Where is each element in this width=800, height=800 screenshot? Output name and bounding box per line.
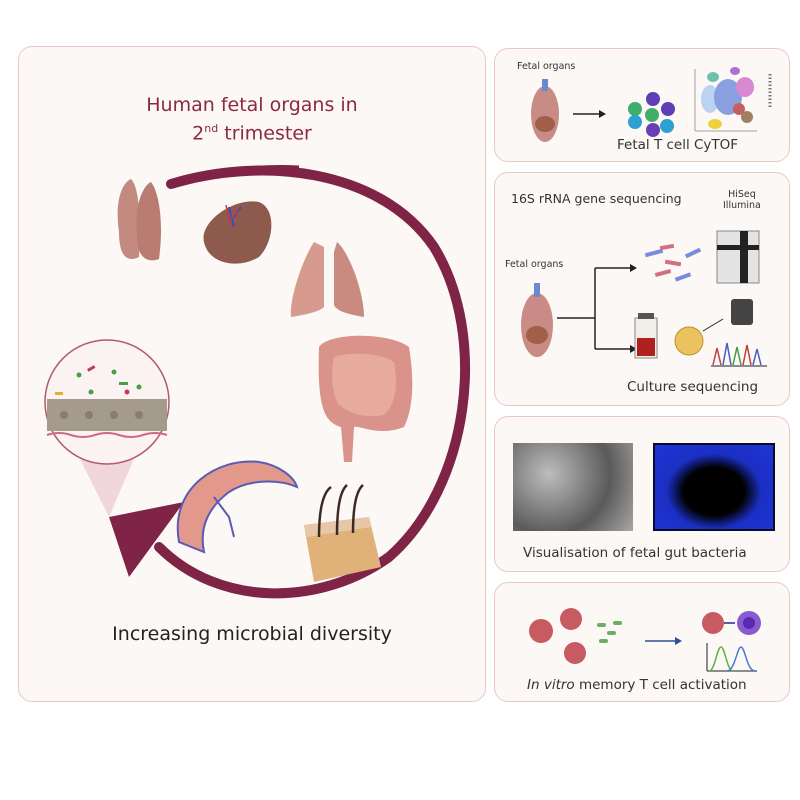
placenta-icon <box>176 460 299 554</box>
activation-caption: In vitro memory T cell activation <box>527 677 747 693</box>
sequencing-fetal-organs-label: Fetal organs <box>505 259 564 270</box>
cytof-illustration <box>531 67 772 142</box>
spleen-icon <box>203 201 272 264</box>
culture-sequencing-caption: Culture sequencing <box>627 379 759 395</box>
cycle-arrowhead <box>109 502 184 577</box>
activation-illustration <box>529 608 761 672</box>
branch-arrows <box>557 267 630 350</box>
cytof-fetal-organs-label: Fetal organs <box>517 61 576 72</box>
fetal-torso-icon <box>531 79 559 142</box>
fluorescence-image <box>653 443 775 531</box>
t-cells-icon <box>628 92 675 137</box>
main-panel: Human fetal organs in 2nd trimester <box>18 46 486 702</box>
culture-flask-icon <box>634 313 658 359</box>
skin-icon <box>304 484 381 582</box>
sequencer-machine-icon <box>716 230 760 284</box>
chromatogram-icon <box>711 342 767 367</box>
title-num: 2 <box>192 122 205 145</box>
main-title-line1: Human fetal organs in <box>146 94 358 116</box>
sem-micrograph-image <box>513 443 633 531</box>
culture-plate-icon <box>674 326 704 356</box>
lungs-icon <box>290 242 364 317</box>
main-title-line2: 2nd trimester <box>19 117 485 145</box>
intestine-icon <box>318 335 413 462</box>
hiseq-label-line2: Illumina <box>723 200 761 211</box>
activation-caption-italic: In vitro <box>527 677 575 693</box>
visualisation-panel: Visualisation of fetal gut bacteria <box>494 416 790 572</box>
16s-heading: 16S rRNA gene sequencing <box>511 191 682 206</box>
fetal-torso-icon <box>521 283 553 357</box>
title-rest: trimester <box>218 122 312 145</box>
activation-panel: In vitro memory T cell activation <box>494 582 790 702</box>
cycle-arrow <box>154 165 470 599</box>
cytof-panel: Fetal organs <box>494 48 790 162</box>
dendritic-cell-icon <box>702 612 724 634</box>
tsne-plot-icon <box>694 67 772 132</box>
gut-epithelium-magnifier-icon <box>44 339 170 517</box>
visualisation-caption: Visualisation of fetal gut bacteria <box>523 545 747 561</box>
main-title: Human fetal organs in 2nd trimester <box>19 93 485 145</box>
activation-caption-rest: memory T cell activation <box>574 677 747 693</box>
sequencing-illustration <box>521 230 767 367</box>
organ-cycle-diagram <box>44 165 470 599</box>
maldi-instrument-icon <box>731 299 753 325</box>
cytof-caption: Fetal T cell CyTOF <box>617 137 739 153</box>
dendritic-cells-icon <box>529 608 586 664</box>
microbial-diversity-caption: Increasing microbial diversity <box>112 623 392 645</box>
bacteria-icon <box>597 621 622 643</box>
title-sup: nd <box>204 122 219 135</box>
dna-fragments-icon <box>644 243 702 282</box>
sequencing-panel: 16S rRNA gene sequencing HiSeq Illumina … <box>494 172 790 406</box>
cycle-arrow-thin-start <box>168 165 300 187</box>
thymus-icon <box>117 179 162 261</box>
flow-histogram-icon <box>706 643 757 672</box>
hiseq-label: HiSeq Illumina <box>723 189 761 211</box>
hiseq-label-line1: HiSeq <box>728 189 756 200</box>
